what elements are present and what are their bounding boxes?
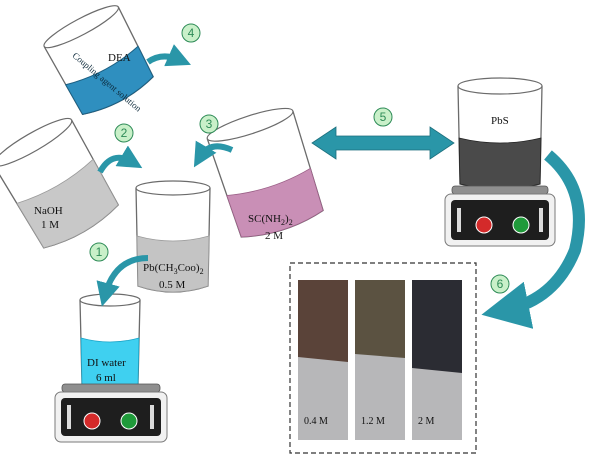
- step-4-badge: 4: [181, 23, 201, 43]
- thiourea-liquid: [226, 167, 324, 238]
- samples-panel: [289, 262, 477, 454]
- step-1-badge: 1: [89, 242, 109, 262]
- di-water-label-line1: DI water: [87, 357, 126, 369]
- svg-text:2: 2: [121, 126, 128, 140]
- step-5-badge: 5: [373, 107, 393, 127]
- thiourea-beaker: [206, 107, 324, 238]
- sample-label-1: 0.4 M: [304, 416, 328, 427]
- sample-label-2: 1.2 M: [361, 416, 385, 427]
- svg-text:4: 4: [188, 26, 195, 40]
- step-3-arrow: [193, 140, 234, 168]
- dea-liquid: [64, 45, 154, 115]
- hot-plate-left-green-knob: [120, 412, 138, 430]
- svg-text:6: 6: [497, 277, 504, 291]
- hot-plate-left: [54, 383, 168, 443]
- pbs-beaker: [457, 77, 543, 190]
- sample-film-2: [355, 280, 405, 358]
- hot-plate-right-green-knob: [512, 216, 530, 234]
- pbs-label: PbS: [491, 115, 509, 127]
- dea-beaker: Coupling agent solution: [43, 5, 154, 116]
- hot-plate-right-red-knob: [475, 216, 493, 234]
- step-1-arrow: [96, 255, 149, 307]
- step-2-arrow: [97, 145, 143, 174]
- di-water-label-line2: 6 ml: [96, 372, 116, 384]
- pbs-liquid: [458, 137, 542, 190]
- svg-text:5: 5: [380, 110, 387, 124]
- sample-label-3: 2 M: [418, 416, 435, 427]
- sample-film-3: [412, 280, 462, 373]
- thiourea-label-line1: SC(NH2)2: [248, 213, 293, 227]
- thiourea-label-line2: 2 M: [265, 230, 283, 242]
- pb-label-line2: 0.5 M: [159, 279, 186, 291]
- hot-plate-left-red-knob: [83, 412, 101, 430]
- step-3-badge: 3: [199, 114, 219, 134]
- samples-group: 0.4 M 1.2 M 2 M: [298, 280, 462, 440]
- sample-film-1: [298, 280, 348, 362]
- naoh-label-line2: 1 M: [41, 219, 59, 231]
- step-5-double-arrow: [311, 126, 455, 160]
- step-4-arrow: [146, 44, 191, 67]
- di-water-beaker: [79, 293, 141, 390]
- pb-label-line1: Pb(CH3Coo)2: [143, 262, 204, 276]
- naoh-label-line1: NaOH: [34, 205, 63, 217]
- dea-label: DEA: [108, 52, 131, 64]
- hot-plate-right: [444, 185, 556, 247]
- svg-text:1: 1: [96, 245, 103, 259]
- step-2-badge: 2: [114, 123, 134, 143]
- pb-beaker: [135, 180, 211, 293]
- svg-text:3: 3: [206, 117, 213, 131]
- naoh-beaker: [0, 117, 120, 249]
- naoh-liquid: [16, 158, 119, 249]
- step-6-arrow: [481, 150, 585, 329]
- step-6-badge: 6: [490, 274, 510, 294]
- pb-liquid: [136, 235, 210, 293]
